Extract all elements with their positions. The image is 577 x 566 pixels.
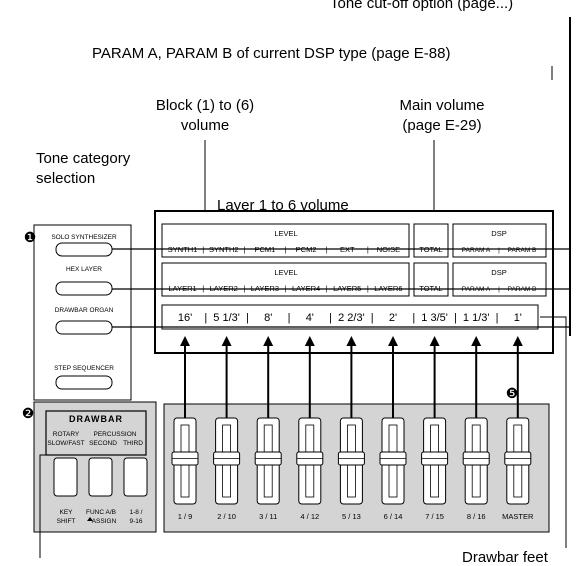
func-label-1: FUNC A/B — [86, 509, 116, 516]
range-label-2: 9-16 — [129, 518, 142, 525]
marker-5: ❺ — [506, 385, 519, 401]
param-ab-callout: PARAM A, PARAM B of current DSP type (pa… — [92, 45, 450, 62]
feet-separator: | — [204, 312, 207, 324]
slider-label: 1 / 9 — [178, 512, 193, 521]
feet-value: 2 2/3' — [338, 312, 365, 324]
drawbar-organ-button[interactable] — [55, 320, 113, 335]
feet-value: 16' — [178, 312, 192, 324]
hex-layer-label: HEX LAYER — [66, 266, 102, 273]
feet-separator: | — [371, 312, 374, 324]
arrow-up-icon — [263, 336, 274, 346]
svg-text:|: | — [498, 247, 500, 254]
solo-synth-label: SOLO SYNTHESIZER — [51, 234, 117, 241]
row1-level-label: LEVEL — [274, 229, 297, 238]
feet-value: 5 1/3' — [213, 312, 240, 324]
layer-volume-callout: Layer 1 to 6 volume — [217, 197, 349, 214]
slider-label: 3 / 11 — [259, 512, 277, 521]
feet-separator: | — [496, 312, 499, 324]
hex-layer-button[interactable] — [55, 281, 113, 296]
func-label-2: ASSIGN — [92, 518, 117, 525]
arrow-up-icon — [180, 336, 190, 346]
slider-label: 6 / 14 — [384, 512, 403, 521]
range-label-1: 1-8 / — [129, 509, 142, 516]
step-sequencer-button[interactable] — [55, 375, 113, 390]
row2-level-label: LEVEL — [274, 268, 297, 277]
tone-category-callout-1: Tone category — [36, 150, 131, 167]
arrow-up-icon — [471, 336, 482, 346]
range-button[interactable] — [123, 457, 148, 497]
key-label-2: SHIFT — [57, 518, 76, 525]
arrow-up-icon — [388, 336, 398, 346]
feet-separator: | — [288, 312, 291, 324]
rotary-label-2: SLOW/FAST — [47, 440, 84, 447]
block-volume-callout-2: volume — [181, 117, 229, 134]
drawbar-feet-leader — [540, 316, 567, 548]
rotary-leader — [39, 454, 46, 558]
drawbar-feet-callout: Drawbar feet — [462, 549, 549, 566]
key-shift-button[interactable] — [53, 457, 78, 497]
feet-value: 1 3/5' — [421, 312, 448, 324]
arrow-up-icon — [429, 336, 440, 346]
marker-1: ❶ — [24, 229, 37, 245]
step-sequencer-label: STEP SEQUENCER — [54, 365, 114, 372]
feet-value: 1 1/3' — [463, 312, 490, 324]
feet-value: 2' — [389, 312, 397, 324]
block-volume-callout-1: Block (1) to (6) — [156, 97, 254, 114]
row1-dsp-label: DSP — [491, 229, 506, 238]
feet-value: 4' — [306, 312, 314, 324]
third-label: THIRD — [123, 440, 143, 447]
main-volume-callout-2: (page E-29) — [402, 117, 481, 134]
drawbar-title: DRAWBAR — [69, 414, 123, 424]
row1-param-b: PARAM B — [508, 247, 537, 254]
slider-label: 5 / 13 — [342, 512, 361, 521]
percussion-label: PERCUSSION — [94, 431, 137, 438]
solo-synth-button[interactable] — [55, 242, 113, 257]
row1-param-a: PARAM A — [462, 247, 491, 254]
rotary-label-1: ROTARY — [53, 431, 80, 438]
slider-label: 4 / 12 — [300, 512, 319, 521]
row2-dsp-label: DSP — [491, 268, 506, 277]
arrow-up-icon — [304, 336, 315, 346]
drawbar-header-box — [45, 410, 147, 456]
tone-category-callout-2: selection — [36, 170, 95, 187]
feet-row — [161, 304, 539, 330]
feet-separator: | — [329, 312, 332, 324]
arrow-up-icon — [512, 336, 523, 346]
slider-label: MASTER — [502, 512, 534, 521]
slider-label: 2 / 10 — [217, 512, 236, 521]
arrow-up-icon — [346, 336, 357, 346]
second-label: SECOND — [89, 440, 117, 447]
button-panel-outline — [33, 224, 132, 401]
key-label-1: KEY — [59, 509, 73, 516]
tone-cut-callout: Tone cut-off option (page...) — [330, 0, 513, 12]
marker-2: ❷ — [22, 405, 35, 421]
feet-separator: | — [454, 312, 457, 324]
main-volume-callout-1: Main volume — [399, 97, 484, 114]
assign-arrow-icon — [87, 517, 93, 521]
slider-label: 8 / 16 — [467, 512, 486, 521]
feet-value: 1' — [514, 312, 522, 324]
feet-value: 8' — [264, 312, 272, 324]
drawbar-organ-label: DRAWBAR ORGAN — [55, 307, 114, 314]
func-ab-button[interactable] — [88, 457, 113, 497]
slider-label: 7 / 15 — [425, 512, 444, 521]
arrow-up-icon — [221, 336, 232, 346]
feet-separator: | — [246, 312, 249, 324]
feet-separator: | — [412, 312, 415, 324]
